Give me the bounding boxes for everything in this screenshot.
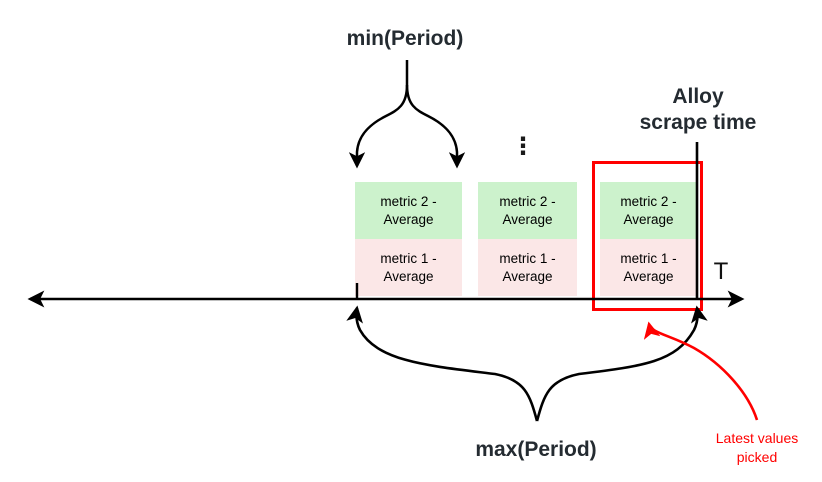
latest-values-highlight-box — [592, 161, 703, 311]
alloy-scrape-time-line1: Alloy — [672, 85, 724, 108]
max-period-label: max(Period) — [475, 438, 597, 461]
metric2-average-cell: metric 2 - Average — [600, 182, 697, 239]
sample-group-2: metric 2 - Average metric 1 - Average — [478, 182, 577, 296]
max-period-brace-left-arrow — [346, 305, 539, 422]
metric2-average-cell: metric 2 - Average — [478, 182, 577, 239]
sample-group-3: metric 2 - Average metric 1 - Average — [600, 182, 697, 296]
metric1-average-cell: metric 1 - Average — [355, 239, 462, 296]
max-period-brace-right-arrow — [535, 305, 708, 422]
min-period-label: min(Period) — [346, 27, 464, 50]
more-samples-ellipsis: ⋮ — [511, 133, 535, 160]
latest-values-picked-label: Latest values picked — [693, 429, 821, 467]
latest-values-arrow — [643, 321, 759, 421]
metric1-average-cell: metric 1 - Average — [600, 239, 697, 296]
min-period-brace-right-arrow — [405, 84, 466, 169]
metric2-average-cell: metric 2 - Average — [355, 182, 462, 239]
min-period-brace-left-arrow — [348, 60, 409, 169]
alloy-scrape-time-label: Alloy scrape time — [613, 84, 783, 135]
time-axis-label: T — [713, 258, 729, 285]
sample-group-1: metric 2 - Average metric 1 - Average — [355, 182, 462, 296]
metric1-average-cell: metric 1 - Average — [478, 239, 577, 296]
latest-values-line1: Latest values — [715, 430, 799, 446]
latest-values-line2: picked — [736, 448, 778, 465]
alloy-scrape-time-line2: scrape time — [639, 110, 757, 134]
